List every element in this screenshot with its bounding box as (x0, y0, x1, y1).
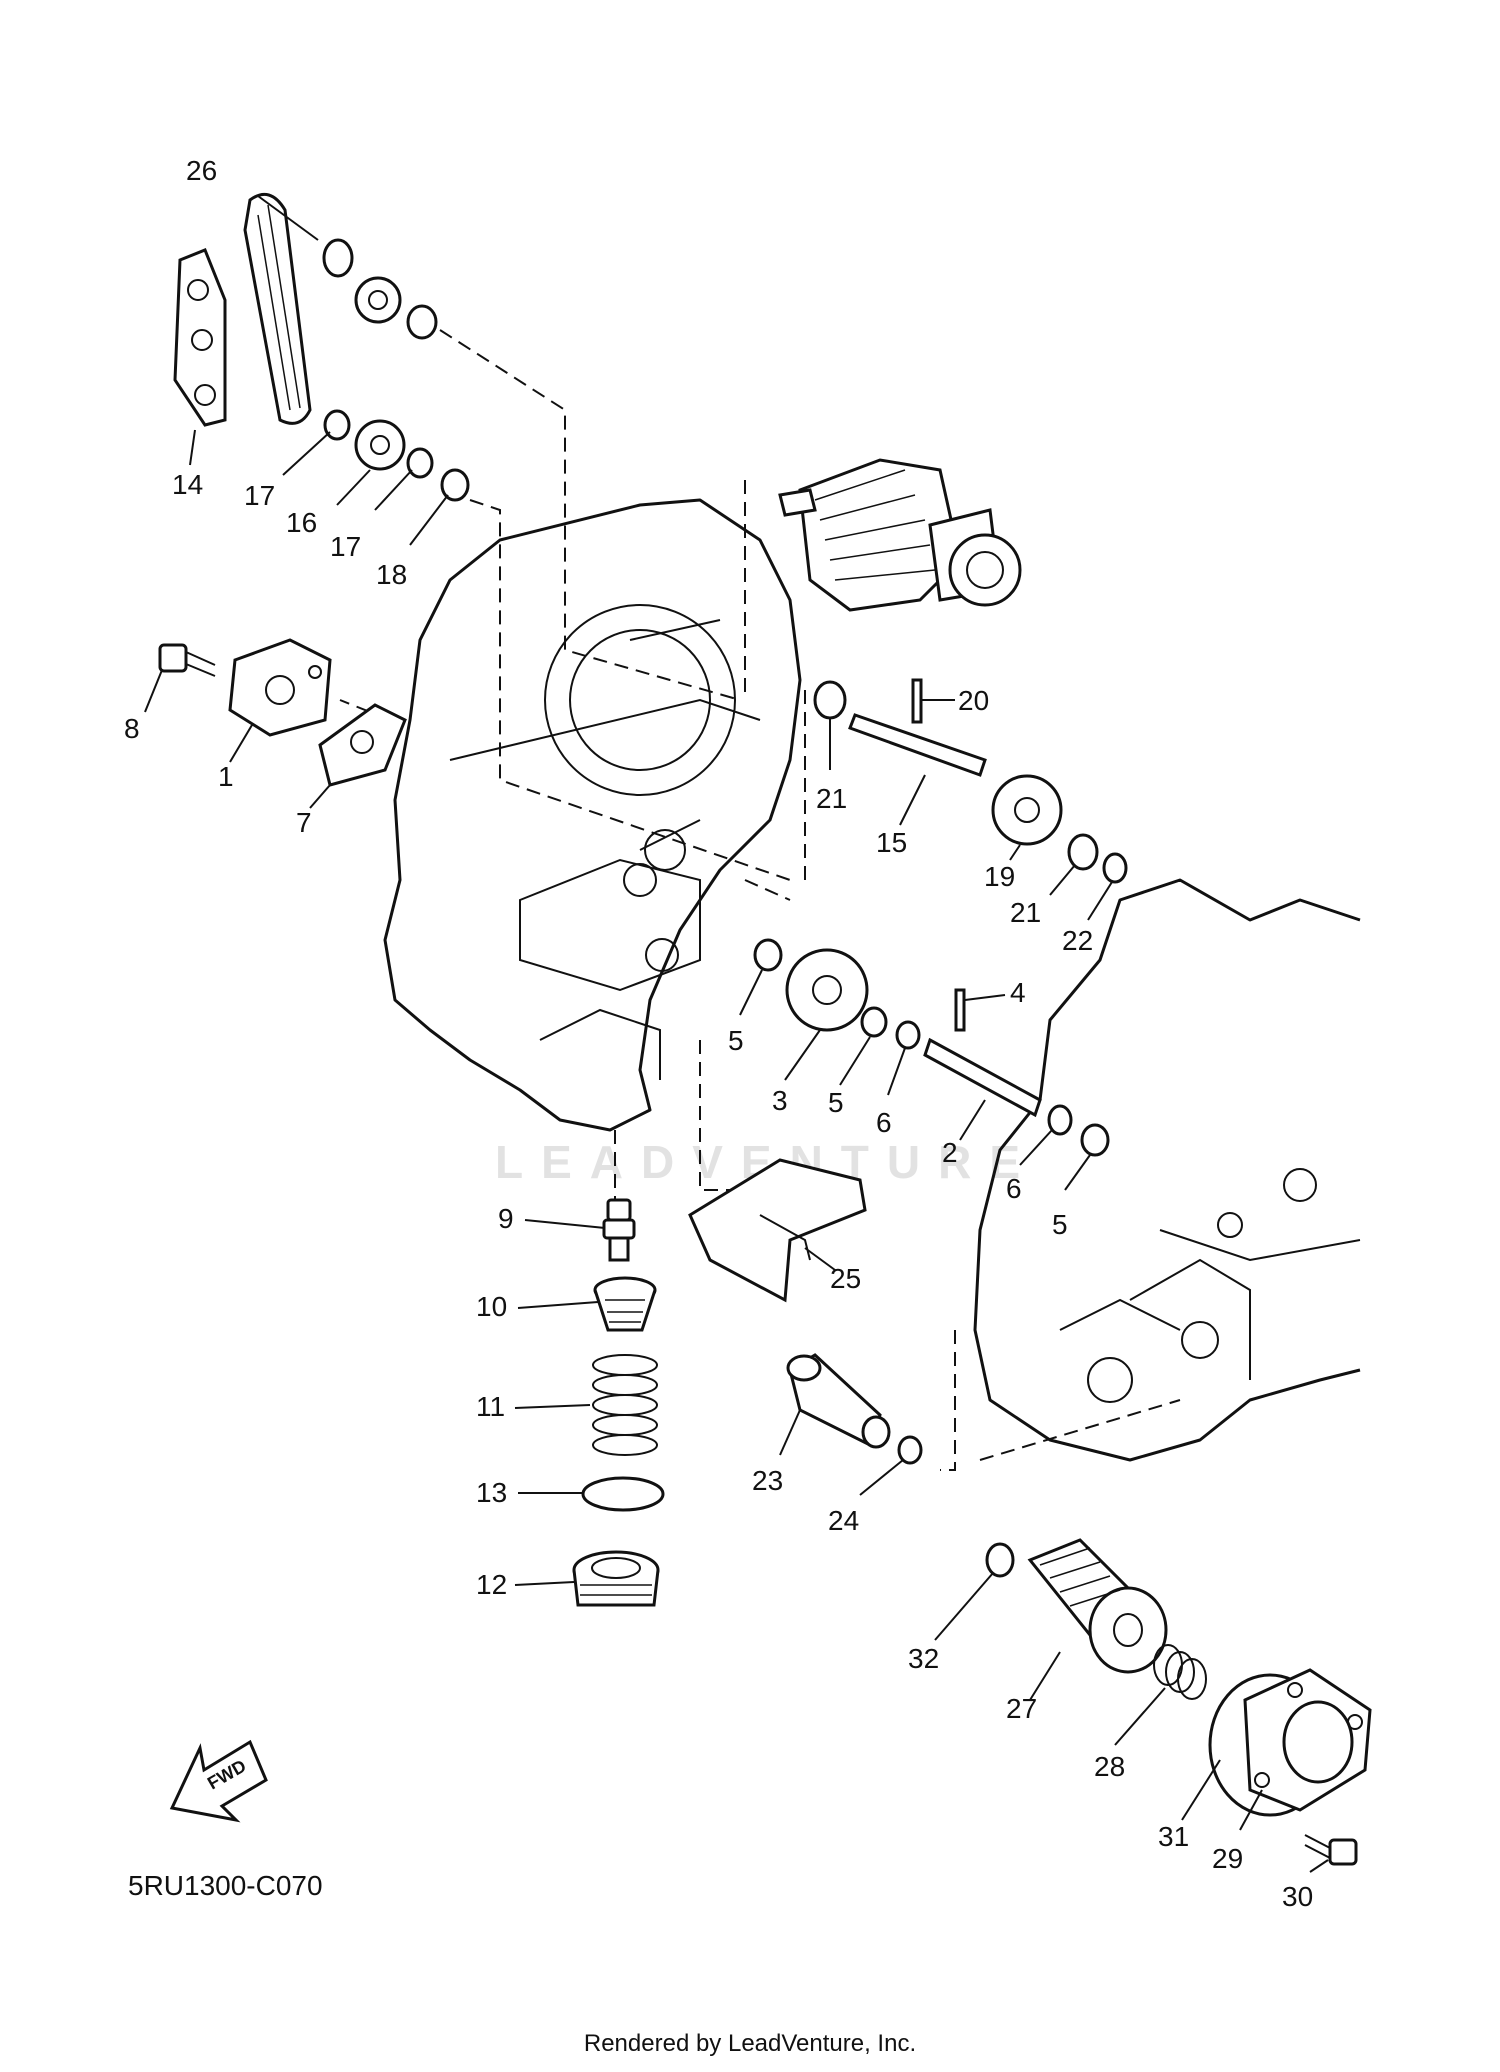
callout-25: 25 (830, 1263, 861, 1294)
callout-12: 12 (476, 1569, 507, 1600)
callout-8: 8 (124, 713, 140, 744)
callout-labels: 26 14 17 16 17 18 8 1 7 20 21 15 19 21 2… (124, 155, 1313, 1912)
relief-valve-23 (786, 1353, 891, 1449)
callout-18: 18 (376, 559, 407, 590)
callout-14: 14 (172, 469, 203, 500)
callout-5b: 5 (828, 1087, 844, 1118)
washer-5a (753, 938, 783, 972)
oil-filter-27 (1027, 1538, 1168, 1674)
gear-3 (785, 948, 869, 1032)
washer-upper-a (322, 238, 354, 278)
assembly-lines (339, 329, 1181, 1471)
spring-28 (1153, 1644, 1207, 1700)
callout-21a: 21 (816, 783, 847, 814)
washer-21b (1067, 833, 1099, 871)
cover-bolt-30 (1304, 1834, 1358, 1866)
callout-27: 27 (1006, 1693, 1037, 1724)
sprocket-16 (354, 419, 406, 471)
callout-26: 26 (186, 155, 217, 186)
callout-17b: 17 (330, 531, 361, 562)
leader-lines (144, 195, 1329, 1873)
callout-20: 20 (958, 685, 989, 716)
oil-pump-body-1 (228, 638, 332, 737)
callout-1: 1 (218, 761, 234, 792)
callout-21b: 21 (1010, 897, 1041, 928)
callout-23: 23 (752, 1465, 783, 1496)
callout-6a: 6 (876, 1107, 892, 1138)
o-ring-24 (897, 1435, 923, 1465)
o-ring-32 (985, 1542, 1015, 1578)
oil-baffle-25 (688, 1158, 867, 1303)
balancer-gear-assembly (778, 458, 1022, 612)
circlip-17b (406, 447, 434, 479)
circlip-6b (1047, 1104, 1073, 1136)
diagram-code: 5RU1300-C070 (128, 1870, 323, 1901)
callout-17a: 17 (244, 480, 275, 511)
circlip-22 (1102, 852, 1128, 884)
spring-11 (592, 1354, 658, 1456)
callout-9: 9 (498, 1203, 514, 1234)
cam-chain-guide (173, 248, 227, 427)
callout-4: 4 (1010, 977, 1026, 1008)
pump-screw-8 (158, 643, 216, 677)
footer-credit: Rendered by LeadVenture, Inc. (583, 2030, 917, 2057)
callout-3: 3 (772, 1085, 788, 1116)
callout-29: 29 (1212, 1843, 1243, 1874)
cam-chain (243, 192, 312, 425)
shaft-15 (848, 713, 987, 777)
drain-plug-12 (572, 1550, 660, 1607)
sprocket-upper (354, 276, 402, 324)
bolt-9 (602, 1198, 636, 1262)
filter-cover-29 (1243, 1668, 1372, 1812)
washer-upper-b (406, 304, 438, 340)
callout-7: 7 (296, 807, 312, 838)
callout-19: 19 (984, 861, 1015, 892)
callout-2: 2 (942, 1137, 958, 1168)
pump-gasket-7 (318, 703, 407, 787)
fwd-arrow-icon: FWD (169, 1739, 268, 1823)
callout-31: 31 (1158, 1821, 1189, 1852)
callout-24: 24 (828, 1505, 859, 1536)
callout-32: 32 (908, 1643, 939, 1674)
callout-5a: 5 (728, 1025, 744, 1056)
callout-28: 28 (1094, 1751, 1125, 1782)
pin-4 (954, 988, 966, 1032)
callout-30: 30 (1282, 1881, 1313, 1912)
callout-22: 22 (1062, 925, 1093, 956)
pin-20 (911, 678, 923, 724)
oil-strainer-10 (593, 1276, 657, 1332)
circlip-6a (895, 1020, 921, 1050)
callout-10: 10 (476, 1291, 507, 1322)
callout-13: 13 (476, 1477, 507, 1508)
callout-6b: 6 (1006, 1173, 1022, 1204)
callout-15: 15 (876, 827, 907, 858)
washer-5c (1080, 1123, 1110, 1157)
gear-19 (991, 774, 1063, 846)
callout-11: 11 (476, 1391, 505, 1422)
washer-21a (813, 680, 847, 720)
shaft-2 (923, 1037, 1042, 1118)
callout-5c: 5 (1052, 1209, 1068, 1240)
right-crankcase (973, 878, 1361, 1462)
washer-5b (860, 1006, 888, 1038)
washer-18 (440, 468, 470, 502)
circlip-17a (323, 409, 351, 441)
callout-16: 16 (286, 507, 317, 538)
o-ring-13 (581, 1476, 665, 1512)
left-crankcase (383, 498, 802, 1132)
